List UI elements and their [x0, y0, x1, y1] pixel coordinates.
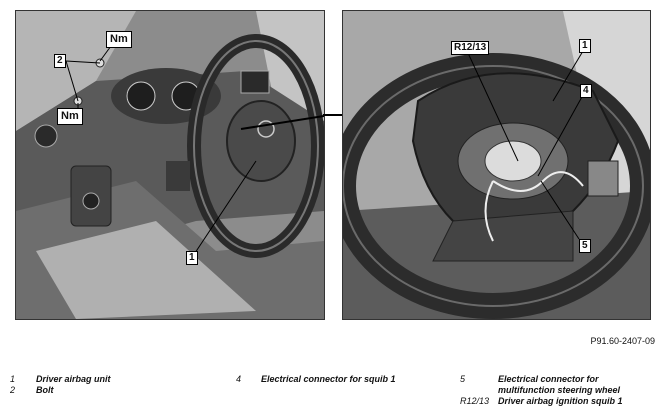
legend-text-line2: multifunction steering wheel [498, 385, 621, 395]
legend-text: Driver airbag ignition squib 1 [498, 396, 623, 406]
legend-number: R12/13 [460, 396, 490, 406]
legend-text: Driver airbag unit [36, 374, 111, 384]
legend-number: 1 [10, 374, 16, 384]
torque-symbol-left: Nm [57, 108, 83, 125]
callout-5: 5 [579, 239, 591, 253]
callout-1-right: 1 [579, 39, 591, 53]
callout-1-left: 1 [186, 251, 198, 265]
legend-text: Electrical connector for squib 1 [261, 374, 396, 384]
legend-text: Bolt [36, 385, 54, 395]
callout-2: 2 [54, 54, 66, 68]
torque-symbol-top: Nm [106, 31, 132, 48]
figure-reference-code: P91.60-2407-09 [590, 336, 655, 346]
legend-number: 4 [236, 374, 242, 384]
steering-wheel-detail-illustration [343, 11, 650, 319]
dashboard-illustration [16, 11, 324, 319]
legend-number: 5 [460, 374, 466, 384]
callout-4: 4 [580, 84, 592, 98]
dashboard-photo: 2 Nm Nm 1 [15, 10, 325, 320]
legend-text-line1: Electrical connector for [498, 374, 599, 384]
steering-wheel-detail-photo: R12/13 1 4 5 [342, 10, 651, 320]
legend-number: 2 [10, 385, 16, 395]
callout-r12-13: R12/13 [451, 41, 490, 55]
